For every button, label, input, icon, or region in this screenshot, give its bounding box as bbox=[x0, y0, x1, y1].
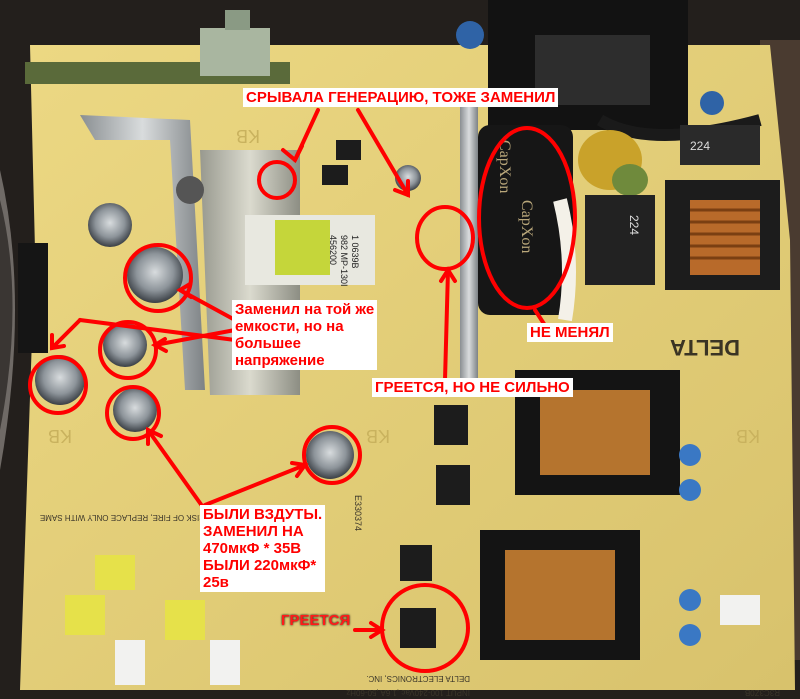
ics bbox=[322, 140, 470, 648]
circle-cap-5 bbox=[302, 425, 362, 485]
svg-text:E330374: E330374 bbox=[353, 495, 363, 531]
pcb-board bbox=[20, 45, 795, 690]
svg-text:R3C3Z0B: R3C3Z0B bbox=[745, 688, 780, 697]
pin-header bbox=[18, 243, 48, 353]
annotation-not-changed: НЕ МЕНЯЛ bbox=[527, 323, 613, 342]
transformer-text: 456200 bbox=[328, 235, 338, 265]
left-heatsink bbox=[80, 115, 205, 390]
kb-mark: KB bbox=[736, 426, 760, 446]
circle-cap-2 bbox=[98, 320, 158, 380]
svg-text:982 MP-130I: 982 MP-130I bbox=[339, 235, 349, 287]
bulk-capacitor bbox=[478, 125, 573, 315]
circle-warms-slightly bbox=[415, 205, 475, 271]
electrolytic-caps bbox=[35, 165, 421, 479]
top-right-choke bbox=[680, 125, 760, 165]
annotation-replaced: Заменил на той же емкости, но на большее… bbox=[232, 300, 378, 370]
svg-text:224: 224 bbox=[690, 139, 710, 153]
warm-ic bbox=[400, 608, 436, 648]
copper-winding bbox=[690, 200, 760, 275]
kb-mark: KB bbox=[48, 426, 72, 446]
svg-text:DELTA ELECTRONICS, INC.: DELTA ELECTRONICS, INC. bbox=[366, 674, 470, 683]
right-heatsink bbox=[460, 100, 478, 390]
svg-text:CapXon: CapXon bbox=[496, 140, 513, 193]
annotation-warms-slightly: ГРЕЕТСЯ, НО НЕ СИЛЬНО bbox=[372, 378, 573, 397]
annotation-arrows bbox=[50, 108, 550, 639]
annotation-warms: ГРЕЕТСЯ bbox=[281, 612, 351, 629]
svg-text:CapXon: CapXon bbox=[518, 200, 535, 253]
annotation-swollen: БЫЛИ ВЗДУТЫ. ЗАМЕНИЛ НА 470мкФ * 35В БЫЛ… bbox=[200, 505, 326, 592]
kb-mark: KB bbox=[366, 426, 390, 446]
kb-mark: KB bbox=[236, 126, 260, 146]
choke-left bbox=[585, 195, 655, 285]
svg-text:224: 224 bbox=[627, 215, 641, 235]
annotation-generation: СРЫВАЛА ГЕНЕРАЦИЮ, ТОЖЕ ЗАМЕНИЛ bbox=[243, 88, 559, 107]
circle-cap-1 bbox=[123, 243, 193, 313]
svg-text:INPUT 100-240Vac ,1.6A ,50-60H: INPUT 100-240Vac ,1.6A ,50-60Hz bbox=[346, 688, 470, 697]
annotation-circles bbox=[28, 126, 577, 673]
circle-not-changed bbox=[477, 126, 577, 310]
fuse-warning: RISK OF FIRE, REPLACE ONLY WITH SAME bbox=[40, 513, 205, 522]
svg-text:1 0639B: 1 0639B bbox=[350, 235, 360, 269]
circle-cap-4 bbox=[105, 385, 161, 441]
circle-generation bbox=[257, 160, 297, 200]
delta-logo: DELTA bbox=[670, 335, 740, 360]
connector-block bbox=[200, 28, 270, 76]
circle-cap-3 bbox=[28, 355, 88, 415]
